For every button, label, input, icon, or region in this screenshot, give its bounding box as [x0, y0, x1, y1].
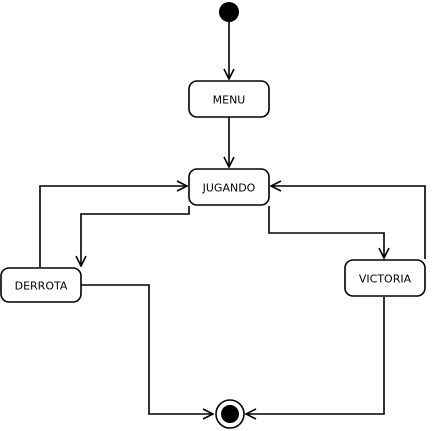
- transition-derrota-to-jugando: [39, 186, 187, 267]
- state-victoria-label: VICTORIA: [359, 273, 412, 286]
- state-derrota: DERROTA: [0, 267, 82, 303]
- initial-state: [219, 2, 239, 22]
- transition-victoria-to-jugando: [271, 186, 426, 259]
- state-victoria: VICTORIA: [344, 259, 426, 297]
- transition-jugando-to-victoria: [268, 206, 384, 258]
- transition-victoria-to-final: [246, 297, 385, 414]
- state-derrota-label: DERROTA: [15, 280, 68, 293]
- transition-jugando-to-derrota: [81, 206, 190, 266]
- final-state: [215, 399, 245, 429]
- state-jugando-label: JUGANDO: [202, 182, 256, 195]
- state-menu: MENU: [188, 80, 270, 118]
- state-jugando: JUGANDO: [188, 168, 270, 206]
- transition-derrota-to-final: [81, 284, 213, 414]
- state-menu-label: MENU: [213, 94, 246, 107]
